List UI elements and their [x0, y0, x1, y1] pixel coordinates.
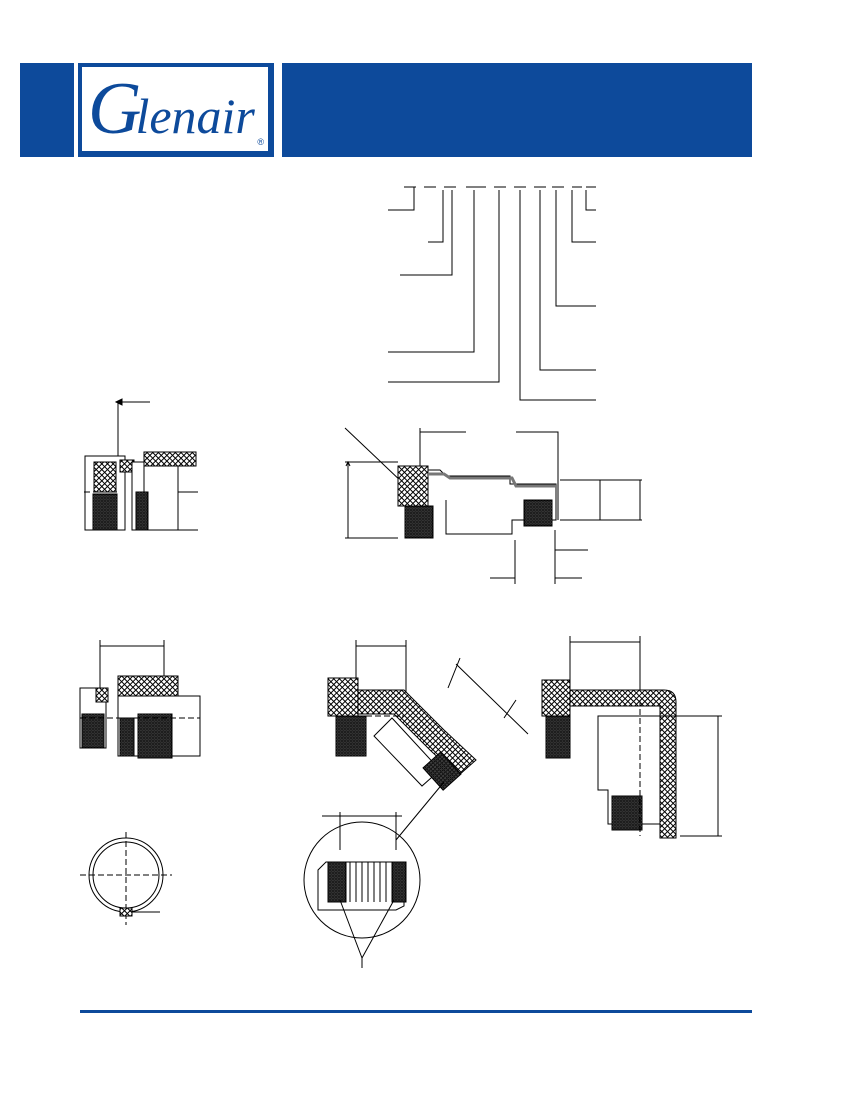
logo-wordmark: Glenair: [88, 69, 255, 156]
logo: Glenair ®: [78, 63, 274, 157]
logo-panel: Glenair ®: [82, 67, 268, 151]
ring-end-view: [80, 832, 172, 925]
backshell-45-degree: [328, 640, 528, 790]
header-banner: [282, 63, 752, 157]
registered-mark: ®: [257, 137, 264, 147]
knurl-detail-circle: [304, 782, 444, 968]
footer-rule: [80, 1010, 752, 1013]
straight-backshell: [345, 428, 642, 584]
logo-initial: G: [88, 68, 142, 150]
composite-nut-detail: [80, 640, 200, 758]
straight-nut-detail: [84, 399, 198, 530]
header-left-bar: [20, 63, 74, 157]
part-number-callout: [388, 187, 596, 400]
logo-rest: lenair: [135, 88, 255, 144]
backshell-90-degree: [542, 636, 722, 838]
